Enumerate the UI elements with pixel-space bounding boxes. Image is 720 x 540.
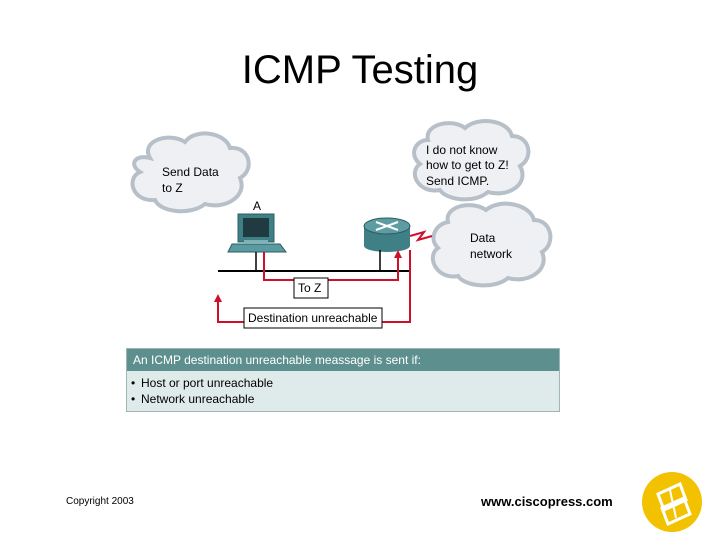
host-computer-icon: A — [227, 199, 287, 253]
bullet-icon: • — [131, 392, 136, 406]
note-item: • Network unreachable — [131, 391, 559, 407]
bullet-icon: • — [131, 376, 136, 390]
copyright-text: Copyright 2003 — [66, 496, 134, 507]
note-box: An ICMP destination unreachable meassage… — [126, 348, 560, 412]
note-body: • Host or port unreachable • Network unrea… — [127, 371, 559, 411]
packet-to-z-arrow — [263, 250, 402, 281]
cloud-data-network: Data network — [430, 201, 553, 288]
cloud-send-line-1: Send Data — [162, 165, 219, 179]
host-label: A — [253, 199, 261, 213]
note-item-text: Host or port unreachable — [141, 376, 274, 390]
cisco-press-logo-icon — [642, 472, 702, 532]
cloud-network-line-2: network — [470, 247, 513, 261]
packet-label: To Z — [298, 281, 321, 295]
cloud-router-line-2: how to get to Z! — [426, 158, 509, 172]
cloud-router-line-1: I do not know — [426, 143, 498, 157]
packet-label-box — [293, 277, 329, 299]
cloud-network-line-1: Data — [470, 231, 496, 245]
router-icon — [363, 217, 411, 252]
page-title: ICMP Testing — [241, 48, 479, 92]
cloud-router-message: I do not know how to get to Z! Send ICMP… — [412, 119, 531, 202]
cloud-send-data: Send Data to Z — [130, 131, 251, 214]
note-item-text: Network unreachable — [141, 392, 255, 406]
note-header: An ICMP destination unreachable meassage… — [127, 349, 559, 371]
site-url: www.ciscopress.com — [481, 494, 613, 509]
reply-label-box — [243, 307, 383, 329]
reply-label: Destination unreachable — [248, 311, 378, 325]
cloud-router-line-3: Send ICMP. — [426, 174, 489, 188]
note-item: • Host or port unreachable — [131, 375, 559, 391]
router-link-zigzag — [409, 230, 433, 242]
cloud-send-line-2: to Z — [162, 181, 183, 195]
